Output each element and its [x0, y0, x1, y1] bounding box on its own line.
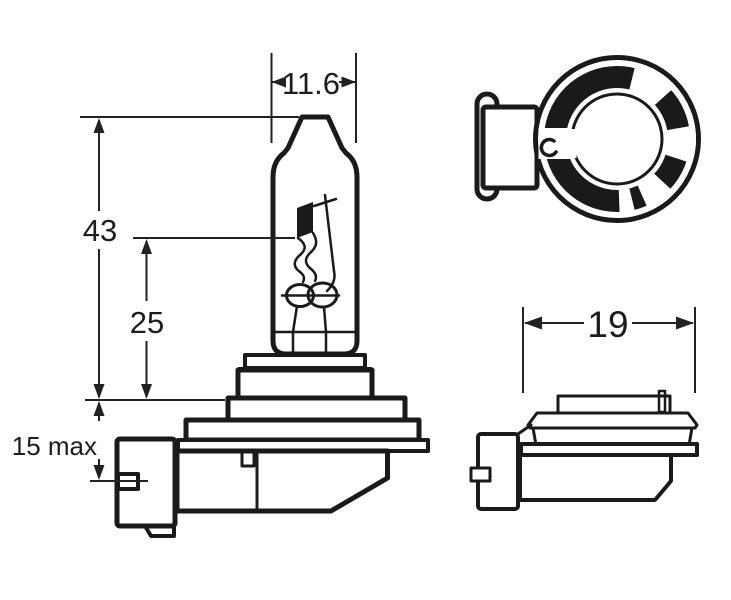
flange-plate-3: [225, 395, 408, 423]
key-hook: [539, 137, 558, 158]
connector-housing: [114, 436, 178, 529]
arrowhead-up-icon: [93, 401, 105, 416]
notch-bottom: [618, 184, 637, 218]
lead-wire-left: [293, 236, 306, 284]
side-view: 11.6: [12, 53, 430, 538]
reference-nub: [240, 449, 256, 468]
arrowhead-left-icon: [524, 316, 542, 330]
top-plate: [556, 394, 672, 415]
dimension-bulb-diameter: 11.6: [270, 53, 357, 143]
dim-label-base-depth: 15 max: [12, 431, 97, 461]
base-body-right: [518, 453, 673, 502]
flange-plate-2: [235, 367, 375, 401]
dimension-overall-length: 43: [83, 118, 117, 399]
arrowhead-right-icon: [676, 316, 694, 330]
connector-foot: [143, 524, 176, 538]
flange-plate-4: [183, 417, 422, 443]
flange-dish: [526, 411, 699, 430]
dim-label-flange-width: 19: [587, 304, 628, 345]
notch-top-right: [628, 62, 676, 108]
dimension-light-center-length: 25: [130, 239, 164, 399]
dim-label-bulb-diameter: 11.6: [282, 66, 340, 101]
connector-tab: [480, 104, 540, 191]
notch-bottom-right: [636, 171, 675, 212]
base-side-view: 19: [469, 304, 699, 511]
arrowhead-down-icon: [93, 465, 105, 480]
arrowhead-left-icon: [271, 76, 286, 88]
support-wire: [323, 193, 336, 273]
body-shoulder-line: [516, 423, 533, 436]
dimension-flange-width: 19: [522, 304, 696, 393]
connector-latch-right: [469, 466, 492, 483]
support-wire-bend: [325, 269, 336, 293]
base-body: [174, 448, 390, 514]
arrowhead-down-icon: [93, 384, 105, 399]
base-flange-stack: [174, 353, 430, 514]
arrowhead-up-icon: [93, 118, 105, 133]
wire-crossbar: [312, 197, 338, 208]
notch-right: [661, 125, 696, 164]
arrowhead-right-icon: [341, 76, 356, 88]
flange-rear-view: [474, 55, 701, 223]
filament-assembly: [272, 193, 357, 356]
lead-wire-right: [304, 231, 318, 283]
dim-label-overall-length: 43: [83, 213, 117, 248]
dim-label-light-center-length: 25: [130, 305, 164, 340]
dimension-base-depth: 15 max: [12, 401, 105, 480]
electrode-flag: [297, 202, 313, 238]
arrowhead-down-icon: [141, 384, 152, 399]
flange-plate-1: [243, 353, 367, 370]
arrowhead-up-icon: [141, 239, 152, 254]
connector-block-side: [90, 436, 178, 538]
